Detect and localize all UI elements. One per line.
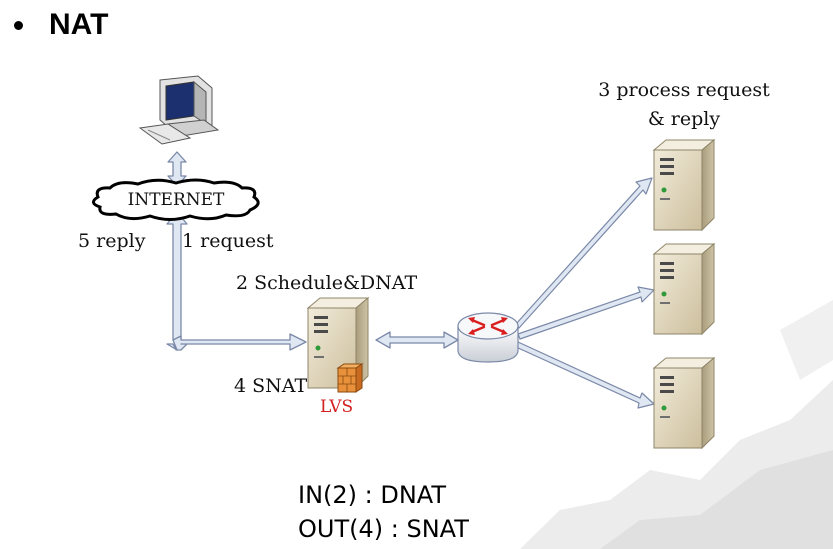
background-texture (520, 300, 833, 549)
reply-label: 5 reply (78, 230, 146, 252)
summary-in-line: IN(2) : DNAT (298, 481, 447, 509)
request-label: 1 request (182, 230, 274, 252)
computer-icon (138, 75, 220, 145)
internet-cloud-icon (92, 178, 260, 221)
process-label-line2: & reply (647, 108, 721, 130)
bullet-dot-icon (14, 20, 23, 30)
real-server-icon (653, 357, 715, 449)
real-server-icon (653, 243, 715, 335)
nat-summary: IN(2) : DNAT OUT(4) : SNAT (298, 478, 469, 546)
bullet-heading: NAT (14, 8, 108, 42)
router-icon (457, 312, 519, 363)
process-request-label: 3 process request & reply (578, 76, 790, 134)
router-server-arrows (515, 177, 655, 409)
firewall-icon (336, 363, 364, 393)
snat-label: 4 SNAT (234, 375, 308, 397)
lvs-label: LVS (320, 397, 354, 417)
internet-lvs-arrow (166, 333, 307, 351)
internet-label: INTERNET (128, 190, 225, 210)
lvs-router-arrow (375, 331, 459, 349)
schedule-dnat-label: 2 Schedule&DNAT (236, 272, 418, 294)
process-label-line1: 3 process request (598, 79, 770, 101)
slide-title: NAT (49, 8, 109, 41)
real-server-icon (653, 139, 715, 231)
summary-out-line: OUT(4) : SNAT (298, 515, 469, 543)
